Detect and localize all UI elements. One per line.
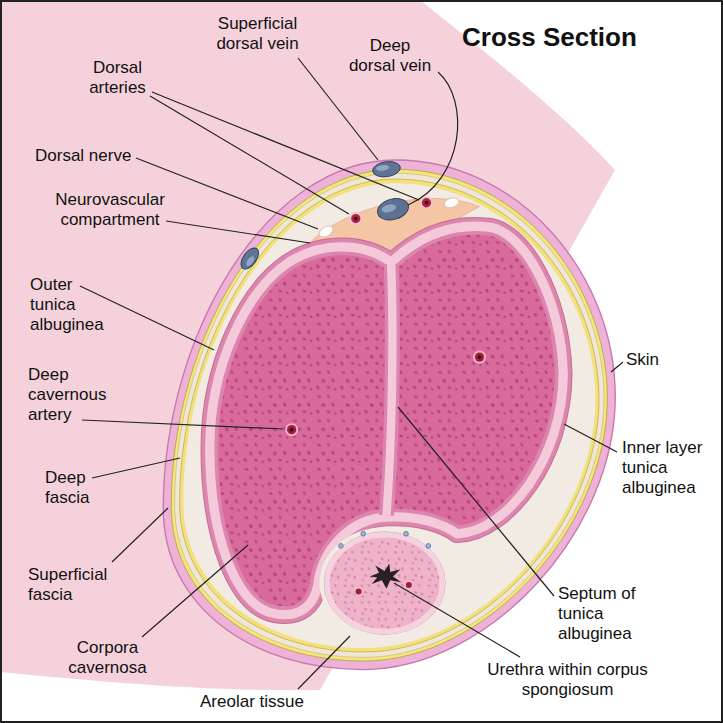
deep-fascia-layer [180, 179, 599, 652]
superficial-dorsal-vein [372, 160, 402, 179]
part-label: Deep cavernous artery [28, 365, 113, 425]
part-label: Deep fascia [45, 468, 105, 508]
part-label: Corpora cavernosa [60, 638, 155, 678]
leader-line [150, 96, 349, 214]
part-label: Superficial dorsal vein [200, 14, 315, 54]
part-label: Outer tunica albuginea [30, 275, 110, 335]
leader-line [166, 221, 310, 243]
part-label: Urethra within corpus spongiosum [460, 660, 675, 700]
leader-line [611, 362, 623, 372]
part-label: Dorsal arteries [70, 58, 165, 98]
leader-line [92, 458, 180, 478]
cavernous-arteries [285, 351, 486, 437]
part-label: Areolar tissue [200, 692, 304, 712]
dorsal-nerves [317, 196, 460, 239]
leader-line [394, 583, 520, 657]
part-label: Skin [626, 350, 659, 370]
part-label: Deep dorsal vein [345, 36, 435, 76]
septum [387, 264, 393, 515]
corpus-spongiosum [327, 535, 442, 632]
leader-line [142, 545, 248, 637]
dorsal-arteries [350, 197, 432, 224]
part-label: Inner layer tunica albuginea [622, 438, 710, 498]
septum-band [387, 264, 393, 515]
part-label: Neurovascular compartment [40, 190, 180, 230]
leader-line [82, 420, 283, 429]
spongiosum-halo [320, 527, 450, 639]
leader-line [298, 636, 350, 689]
leader-lines [80, 58, 623, 689]
left-superficial-vein [238, 245, 263, 272]
spongiosum-outline [324, 532, 445, 634]
inner-areolar-layer [183, 183, 595, 648]
part-label: Superficial fascia [28, 565, 123, 605]
leader-line [564, 424, 617, 452]
leader-line [398, 407, 554, 596]
areolar-layer [175, 173, 604, 657]
shaft-background [0, 0, 615, 690]
title: Cross Section [462, 22, 637, 52]
part-label: Septum of tunica albuginea [558, 584, 648, 644]
part-label: Dorsal nerve [35, 146, 131, 166]
section-group [163, 160, 615, 670]
superficial-fascia-layer [171, 169, 607, 661]
deep-dorsal-vein [375, 195, 411, 223]
leader-line [112, 508, 168, 562]
skin-layer [163, 160, 615, 670]
small-vessels [339, 531, 431, 548]
leader-line [408, 72, 458, 205]
leader-line [152, 92, 419, 200]
